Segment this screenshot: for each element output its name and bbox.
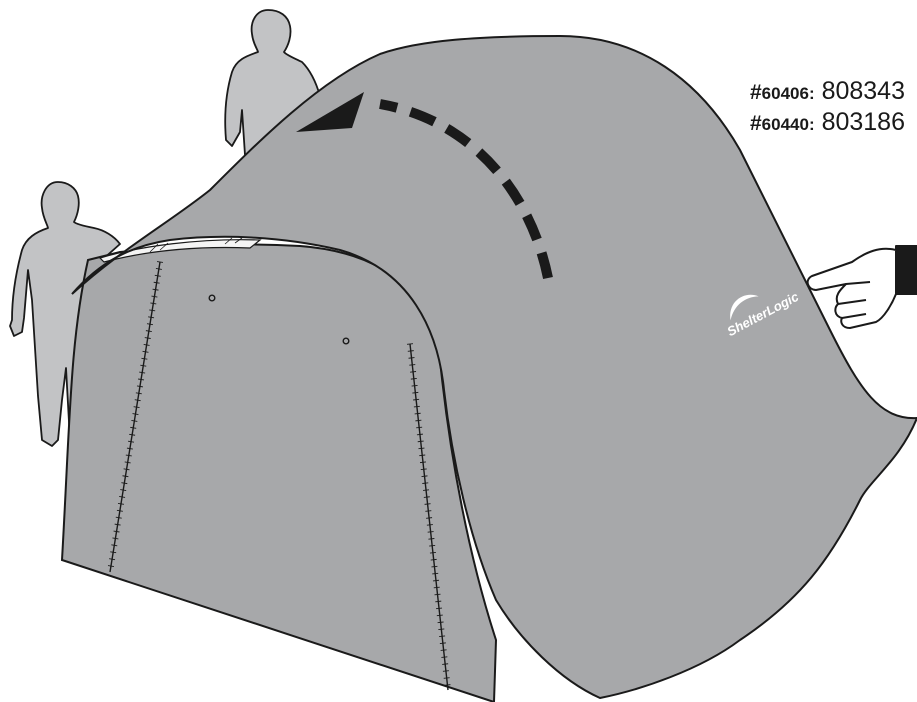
- part-id-2: #60440:: [750, 115, 815, 134]
- part-numbers: #60406: 808343 #60440: 803186: [750, 77, 905, 139]
- part-id-1: #60406:: [750, 84, 815, 103]
- part-code-1: 808343: [822, 77, 905, 105]
- part-code-2: 803186: [822, 108, 905, 136]
- part-row-1: #60406: 808343: [750, 77, 905, 108]
- pointing-hand-icon: [808, 246, 917, 328]
- part-row-2: #60440: 803186: [750, 108, 905, 139]
